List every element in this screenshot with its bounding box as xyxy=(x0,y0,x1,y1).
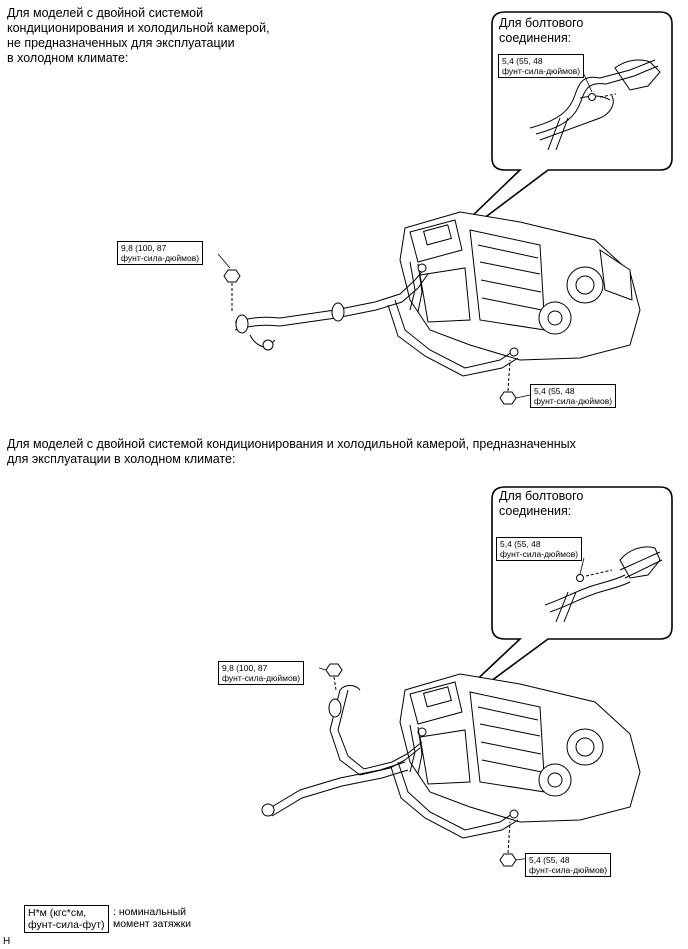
bottom-bubble-torque-label: 5,4 (55, 48 фунт-сила-дюймов) xyxy=(496,537,583,561)
bottom-bubble-title: Для болтового соединения: xyxy=(499,489,584,518)
bottom-detail-pipe-drawing xyxy=(544,546,663,623)
top-nut-bottom xyxy=(499,359,517,405)
top-bubble-torque-label: 5,4 (55, 48 фунт-сила-дюймов) xyxy=(498,54,585,78)
top-bubble-title: Для болтового соединения: xyxy=(499,16,584,45)
top-heading: Для моделей с двойной системой кондицион… xyxy=(7,6,270,65)
bottom-torque-label-left: 9,8 (100, 87 фунт-сила-дюймов) xyxy=(218,661,305,685)
legend-unit-box: Н*м (кгс*см, фунт-сила-фут) xyxy=(24,905,109,933)
bottom-torque-label-bottom: 5,4 (55, 48 фунт-сила-дюймов) xyxy=(525,853,612,877)
legend-description: : номинальный момент затяжки xyxy=(113,906,192,930)
top-detail-pipe-drawing xyxy=(529,59,661,151)
top-hvac-unit xyxy=(399,211,641,361)
footer-code: H xyxy=(3,936,11,947)
top-piping xyxy=(234,261,519,377)
top-illustration xyxy=(217,11,673,405)
bottom-heading: Для моделей с двойной системой кондицион… xyxy=(7,437,576,466)
top-torque-label-left: 9,8 (100, 87 фунт-сила-дюймов) xyxy=(117,241,204,265)
top-torque-label-bottom: 5,4 (55, 48 фунт-сила-дюймов) xyxy=(530,384,617,408)
bottom-hvac-unit xyxy=(399,673,641,823)
bottom-nut-bottom xyxy=(499,821,517,867)
bottom-piping xyxy=(261,685,519,839)
bottom-nut-left xyxy=(325,663,343,691)
top-nut-left xyxy=(223,269,241,312)
